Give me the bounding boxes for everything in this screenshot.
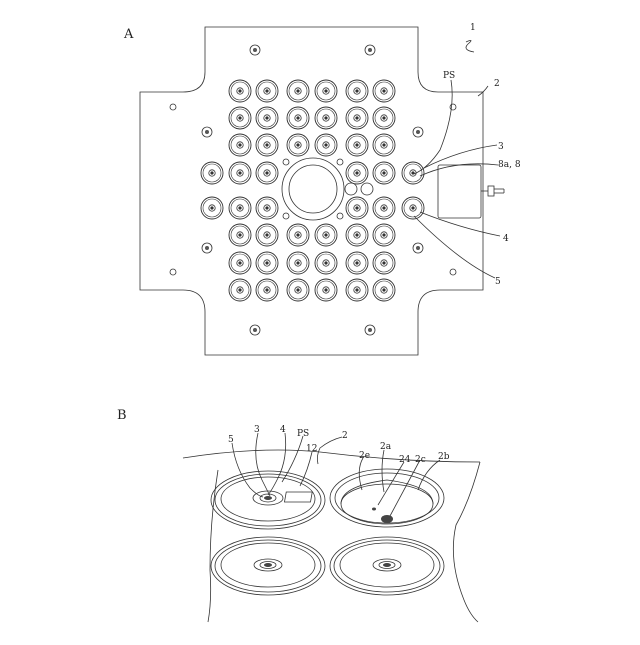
well [256,224,278,246]
well [346,80,368,102]
well [402,162,424,184]
panel-b: B [117,408,480,622]
well [346,162,368,184]
well-top-left [211,471,325,529]
label-b-ref-5: 5 [228,435,234,445]
well [229,197,251,219]
well [256,80,278,102]
well [315,107,337,129]
label-b-ref-2c: 2c [415,455,426,465]
well [229,80,251,102]
well [287,252,309,274]
label-ref-3: 3 [498,142,504,152]
well [201,162,223,184]
well [229,279,251,301]
well [373,279,395,301]
well [373,134,395,156]
panel-a-label: A [123,27,134,42]
mounting-holes [170,45,456,335]
label-ref-4: 4 [503,234,509,244]
sensor-module [438,165,504,218]
label-b-ref-2e: 2e [359,451,370,461]
small-hole [170,269,176,275]
label-b-ref-2: 2 [342,431,348,441]
plate-outline [140,27,483,355]
panel-b-label: B [117,408,127,423]
well [373,107,395,129]
label-ref-1: 1 [470,23,476,33]
well [373,224,395,246]
well [373,162,395,184]
well [346,252,368,274]
well [402,197,424,219]
well [315,252,337,274]
well [256,252,278,274]
well [256,162,278,184]
label-b-ref-2a: 2a [380,442,392,452]
well-bottom-right [330,537,444,595]
well [373,80,395,102]
small-hole [450,269,456,275]
well [256,107,278,129]
label-b-ref-3: 3 [254,425,260,435]
plate-top-edge [183,450,480,462]
well [315,279,337,301]
well [229,107,251,129]
label-b-ref-4: 4 [280,425,286,435]
label-ps: PS [443,71,455,81]
well [346,134,368,156]
well [287,224,309,246]
well [373,197,395,219]
label-ref-8a8: 8a, 8 [498,160,521,170]
small-hole [170,104,176,110]
well [229,162,251,184]
well [346,107,368,129]
well [315,224,337,246]
label-b-ref-2b: 2b [438,452,450,462]
well-bottom-left [211,537,325,595]
well-array [201,80,424,301]
well [287,80,309,102]
well [315,80,337,102]
label-b-ref-12: 12 [306,444,317,454]
label-b-ps: PS [297,429,309,439]
well [287,134,309,156]
well [256,197,278,219]
well [346,197,368,219]
plate-right-edge [453,462,480,622]
well [315,134,337,156]
well [346,279,368,301]
leader-lines-a [414,40,500,278]
well [201,197,223,219]
well [229,224,251,246]
well [287,279,309,301]
well [229,252,251,274]
well-top-right [284,469,444,527]
label-ref-2: 2 [494,79,500,89]
well [256,279,278,301]
panel-a: A [123,23,521,355]
well [256,134,278,156]
well [287,107,309,129]
label-b-ref-24: 24 [399,455,411,465]
label-ref-5: 5 [495,277,501,287]
well [373,252,395,274]
well [229,134,251,156]
well [346,224,368,246]
